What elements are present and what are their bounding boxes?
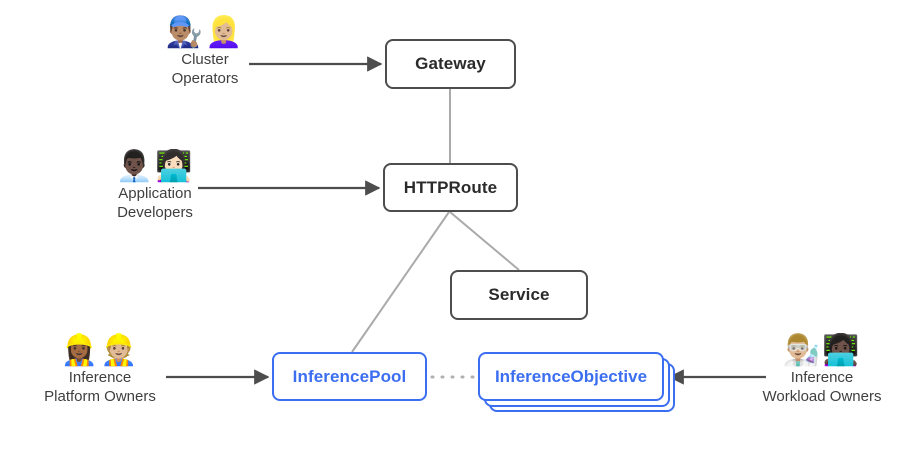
node-inferenceobjective[interactable]: InferenceObjective [478,352,675,412]
node-inferencepool[interactable]: InferencePool [272,352,427,401]
cluster-operators-label-line1: Cluster [181,51,229,68]
application-developers-label-line2: Developers [117,204,193,221]
inference-workload-owners-emoji: 👨🏼‍🔬👩🏿‍💻 [782,334,862,367]
cluster-operators-emoji: 👨🏽‍🔧👱🏼‍♀️ [165,16,245,49]
application-developers-label-line1: Application [118,185,192,202]
node-gateway-label: Gateway [415,54,486,73]
edge-httproute-service [449,211,520,271]
node-gateway[interactable]: Gateway [385,39,516,89]
application-developers-emoji: 👨🏿‍💼👩🏻‍💻 [115,150,195,183]
node-httproute-label: HTTPRoute [403,177,498,197]
persona-inference-workload-owners: 👨🏼‍🔬👩🏿‍💻 Inference Workload Owners [742,334,902,406]
inference-workload-owners-label-line1: Inference [790,369,854,386]
inference-platform-owners-label-line1: Inference [68,369,132,386]
persona-application-developers: 👨🏿‍💼👩🏻‍💻 Application Developers [55,150,255,222]
node-inferenceobjective-front[interactable]: InferenceObjective [478,352,664,401]
inference-platform-owners-emoji: 👷🏾‍♀️👷🏼 [60,334,140,367]
inference-platform-owners-label-line2: Platform Owners [44,388,156,405]
node-inferenceobjective-label: InferenceObjective [494,366,648,386]
node-httproute[interactable]: HTTPRoute [383,163,518,212]
node-service-label: Service [488,285,550,304]
inference-workload-owners-label-line2: Workload Owners [762,388,882,405]
node-inferencepool-label: InferencePool [292,366,407,386]
cluster-operators-label-line2: Operators [171,70,239,87]
persona-inference-platform-owners: 👷🏾‍♀️👷🏼 Inference Platform Owners [0,334,200,406]
edge-httproute-inferencepool [351,211,450,353]
node-service[interactable]: Service [450,270,588,320]
persona-cluster-operators: 👨🏽‍🔧👱🏼‍♀️ Cluster Operators [120,16,290,88]
